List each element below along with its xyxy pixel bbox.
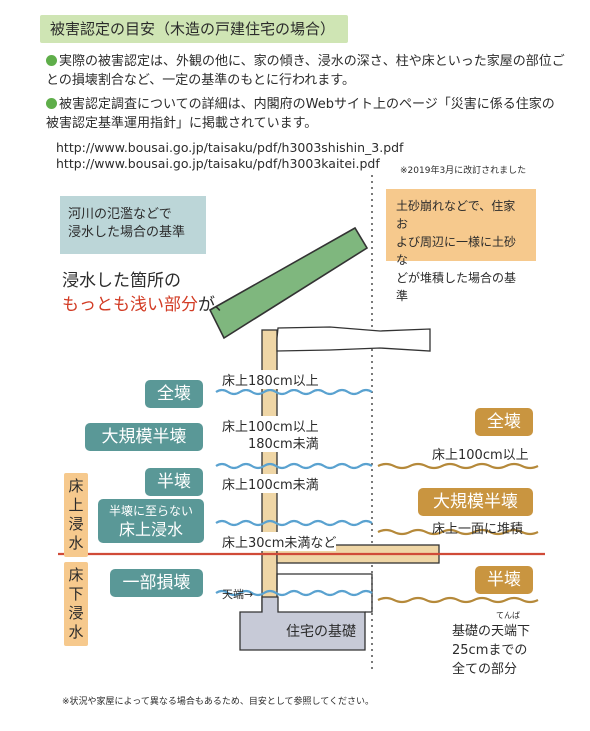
tag-char: 水	[68, 623, 84, 641]
flood-lead-rest: が、	[198, 295, 232, 315]
label-line: 全ての部分	[452, 662, 518, 677]
water-line-under	[215, 589, 373, 597]
flood-lead-line2: もっとも浅い部分が、	[62, 290, 232, 315]
tag-char: 浸	[68, 604, 84, 622]
bullet-text: 実際の被害認定は、外観の他に、家の傾き、浸水の深さ、柱や床といった家屋の部位ごと…	[46, 54, 565, 88]
ceiling-beam	[276, 326, 431, 352]
level-not-hankai: 半壊に至らない 床上浸水	[98, 499, 204, 543]
label-right-foundation: 基礎の天端下 25cmまでの 全ての部分	[452, 622, 530, 679]
flood-lead-line1: 浸水した箇所の	[62, 271, 181, 291]
box-line: よび周辺に一様に土砂な	[396, 235, 517, 267]
bullet-item: 被害認定調査についての詳細は、内閣府のWebサイト上のページ「災害に係る住家の被…	[46, 95, 566, 133]
level-ichibu-sonkai: 一部損壊	[110, 569, 203, 597]
url-link[interactable]: http://www.bousai.go.jp/taisaku/pdf/h300…	[56, 140, 404, 155]
box-line: どが堆積した場合の基準	[396, 271, 517, 303]
tag-char: 下	[68, 585, 84, 603]
sediment-line-floor	[377, 528, 539, 536]
bullet-text: 被害認定調査についての詳細は、内閣府のWebサイト上のページ「災害に係る住家の被…	[46, 97, 555, 131]
foundation-label: 住宅の基礎	[286, 624, 356, 640]
roof	[208, 226, 369, 340]
foundation	[239, 596, 366, 651]
water-line-30	[215, 519, 373, 527]
label-tenba: 天端→	[222, 588, 254, 601]
green-dot-icon	[46, 55, 57, 66]
label-100-over: 床上100cm以上	[222, 416, 319, 435]
water-line-180	[215, 388, 373, 396]
label-tenba-ruby: てんば	[496, 611, 520, 620]
label-100-under: 床上100cm未満	[222, 474, 319, 493]
footnote: ※状況や家屋によって異なる場合もあるため、目安として参照してください。	[62, 697, 375, 707]
level-not-hankai-big: 床上浸水	[118, 520, 183, 539]
green-dot-icon	[46, 98, 57, 109]
label-right-floor-covered: 床上一面に堆積	[432, 522, 524, 537]
box-line: 浸水した場合の基準	[68, 225, 186, 240]
tag-char: 床	[68, 477, 84, 495]
bullet-item: 実際の被害認定は、外観の他に、家の傾き、浸水の深さ、柱や床といった家屋の部位ごと…	[46, 52, 566, 90]
level-right-zenkai: 全壊	[475, 408, 533, 436]
water-line-100	[215, 462, 373, 470]
level-zenkai: 全壊	[145, 380, 203, 408]
label-180-under: 180cm未満	[248, 433, 319, 452]
tag-char: 水	[68, 534, 84, 552]
label-30-under: 床上30cm未満など	[222, 532, 337, 551]
tag-char: 床	[68, 566, 84, 584]
flood-lead-emphasis: もっとも浅い部分	[62, 295, 198, 315]
tag-below-floor-flood: 床 下 浸 水	[64, 562, 88, 646]
landslide-criteria-box: 土砂崩れなどで、住家お よび周辺に一様に土砂な どが堆積した場合の基準	[386, 189, 536, 303]
label-line: 25cmまでの	[452, 643, 528, 658]
level-right-daikibo: 大規模半壊	[418, 488, 533, 516]
label-right-100-over: 床上100cm以上	[432, 448, 529, 463]
label-line: 基礎の天端下	[452, 624, 531, 639]
level-right-hankai: 半壊	[475, 566, 533, 594]
foundation-wall	[276, 573, 373, 613]
box-line: 河川の氾濫などで	[68, 207, 172, 222]
sediment-line-100	[377, 462, 539, 470]
level-daikibo-hankai: 大規模半壊	[85, 423, 203, 451]
level-hankai: 半壊	[145, 468, 203, 496]
url-link[interactable]: http://www.bousai.go.jp/taisaku/pdf/h300…	[56, 156, 380, 171]
sediment-line-foundation	[377, 596, 539, 604]
page-title: 被害認定の目安（木造の戸建住宅の場合）	[40, 15, 348, 43]
river-flood-criteria-box: 河川の氾濫などで 浸水した場合の基準	[60, 196, 206, 254]
tag-char: 浸	[68, 515, 84, 533]
revised-note: ※2019年3月に改訂されました	[400, 166, 527, 176]
box-line: 土砂崩れなどで、住家お	[396, 199, 516, 231]
label-180-over: 床上180cm以上	[222, 370, 319, 389]
tag-char: 上	[68, 496, 84, 514]
level-not-hankai-small: 半壊に至らない	[108, 504, 193, 518]
tag-above-floor-flood: 床 上 浸 水	[64, 473, 88, 557]
